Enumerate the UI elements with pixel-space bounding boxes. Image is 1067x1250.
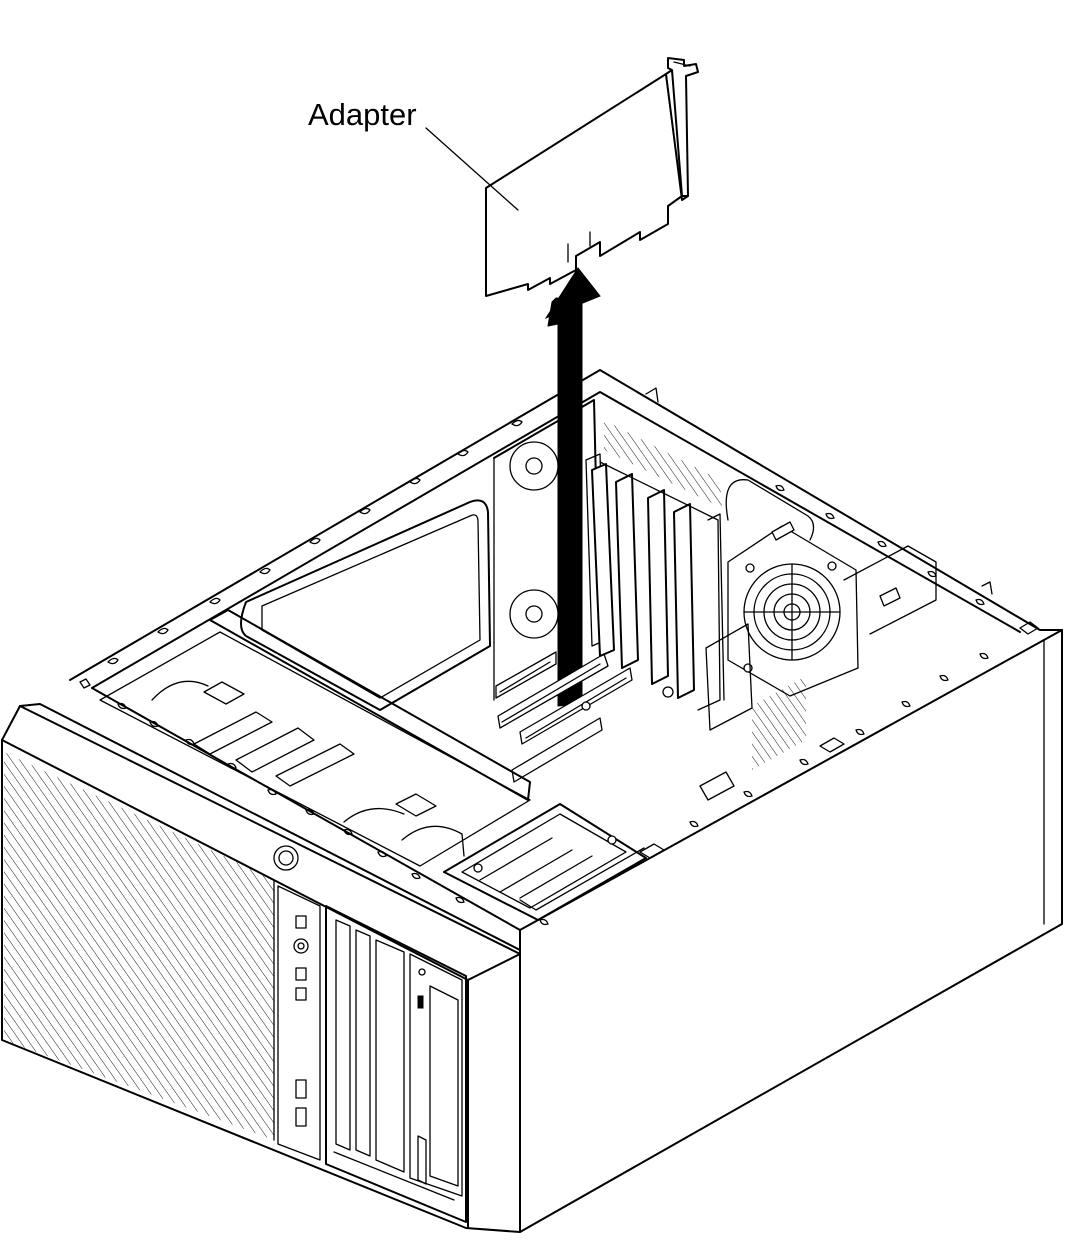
adapter-label: Adapter [308, 97, 417, 132]
server-chassis [1, 369, 1063, 1233]
chassis-foot [819, 737, 845, 753]
adapter-card [485, 57, 699, 297]
chassis-foot [639, 843, 665, 859]
chassis-interior [99, 399, 937, 921]
adapter-leader-line [425, 127, 519, 211]
chassis-latch [981, 581, 993, 595]
chassis-latch [645, 387, 659, 403]
arrow-up-icon [544, 267, 601, 707]
